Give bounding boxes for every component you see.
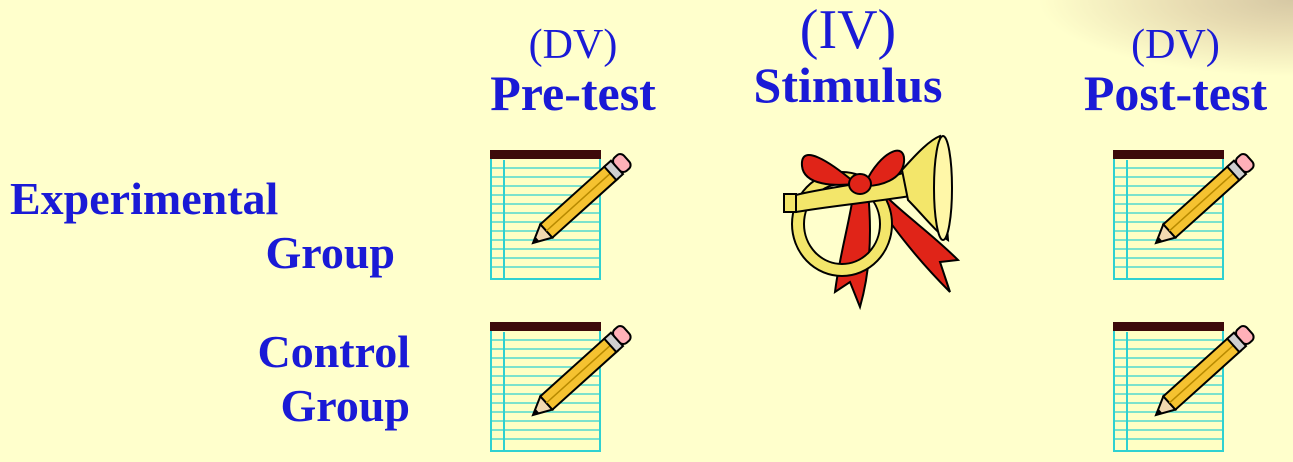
posttest-variable-type: (DV) (1131, 22, 1220, 68)
pretest-label: Pre-test (490, 65, 656, 121)
notepad-with-pencil-icon (490, 322, 640, 452)
stimulus-variable-type: (IV) (799, 0, 897, 61)
notepad-with-pencil-icon (1113, 322, 1263, 452)
horn-with-ribbon-icon (780, 132, 961, 322)
column-header-posttest: (DV) Post-test (1058, 24, 1293, 118)
control-label-line2: Group (280, 380, 410, 431)
control-label-line1: Control (257, 326, 411, 377)
experimental-label-line2: Group (265, 227, 395, 278)
stimulus-label: Stimulus (753, 57, 943, 113)
notepad-with-pencil-icon (490, 150, 640, 280)
corner-shadow (993, 0, 1293, 90)
pretest-variable-type: (DV) (528, 22, 618, 68)
notepad-with-pencil-icon (1113, 150, 1263, 280)
row-label-control-group: Control Group (80, 325, 411, 433)
experimental-label-line1: Experimental (10, 173, 279, 224)
column-header-pretest: (DV) Pre-test (458, 24, 688, 118)
row-label-experimental-group: Experimental Group (10, 172, 395, 280)
posttest-label: Post-test (1083, 65, 1268, 121)
column-header-stimulus: (IV) Stimulus (728, 2, 968, 110)
